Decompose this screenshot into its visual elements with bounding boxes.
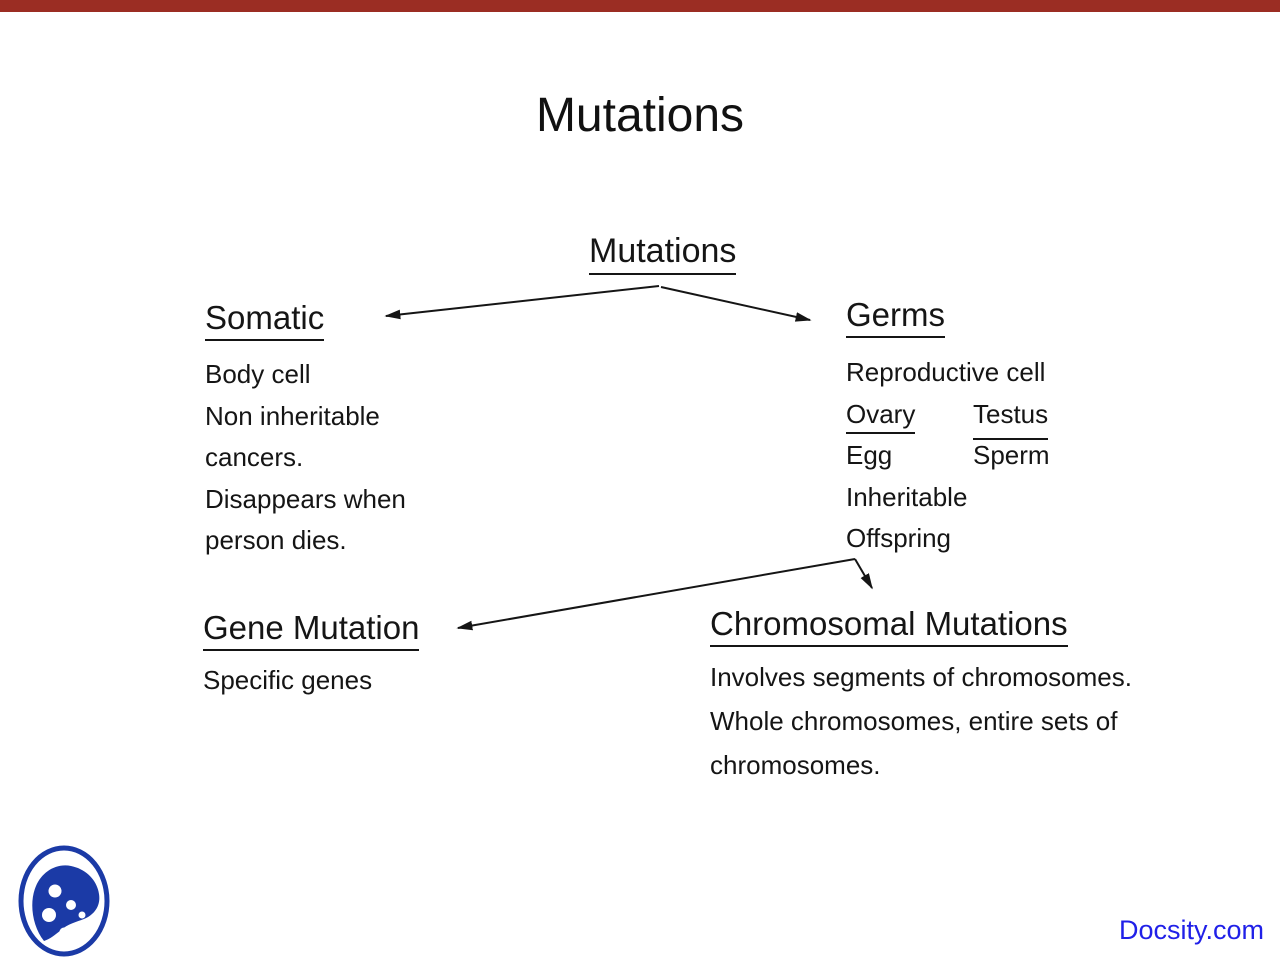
docsity-cell-icon xyxy=(18,845,110,957)
somatic-text-block: Body cell Non inheritable cancers. Disap… xyxy=(205,354,406,562)
diagram-root-heading: Mutations xyxy=(589,232,737,275)
germs-intro-line: Reproductive cell xyxy=(846,357,1046,387)
top-accent-bar xyxy=(0,0,1280,12)
chromosomal-text-block: Involves segments of chromosomes. Whole … xyxy=(710,655,1132,787)
somatic-heading: Somatic xyxy=(205,299,325,341)
chromosomal-line: Involves segments of chromosomes. xyxy=(710,662,1132,692)
sperm-cell-label: Sperm xyxy=(973,440,1050,470)
chromosomal-heading-label: Chromosomal Mutations xyxy=(710,605,1068,647)
arrow-germs-to-chromosomal xyxy=(854,558,873,590)
ovary-header: Ovary xyxy=(846,398,916,434)
gene-mutation-heading-label: Gene Mutation xyxy=(203,609,420,651)
somatic-line: person dies. xyxy=(205,525,347,555)
somatic-heading-label: Somatic xyxy=(205,299,325,341)
chromosomal-line: Whole chromosomes, entire sets of xyxy=(710,706,1118,736)
slide-title: Mutations xyxy=(535,89,745,142)
germs-heading: Germs xyxy=(846,296,945,338)
germs-organ-row: Ovary Testus xyxy=(846,394,1049,440)
gene-mutation-text-block: Specific genes xyxy=(203,660,372,702)
diagram-root-label: Mutations xyxy=(589,232,737,275)
chromosomal-line: chromosomes. xyxy=(710,750,881,780)
somatic-line: cancers. xyxy=(205,442,304,472)
egg-cell-label: Egg xyxy=(846,440,893,470)
somatic-line: Body cell xyxy=(205,359,311,389)
somatic-line: Disappears when xyxy=(205,483,406,514)
arrow-root-to-germs xyxy=(660,286,812,322)
docsity-logo xyxy=(16,844,112,960)
gene-mutation-line: Specific genes xyxy=(203,665,373,695)
gene-mutation-heading: Gene Mutation xyxy=(203,609,420,651)
germs-text-block: Reproductive cell Ovary Testus Egg Sperm… xyxy=(846,352,1050,560)
arrow-root-to-somatic xyxy=(384,285,660,320)
testus-header: Testus xyxy=(973,394,1049,440)
germs-gamete-row: Egg Sperm xyxy=(846,435,1050,477)
somatic-line: Non inheritable xyxy=(205,400,380,431)
chromosomal-heading: Chromosomal Mutations xyxy=(710,605,1068,647)
docsity-brand-link[interactable]: Docsity.com xyxy=(1118,915,1264,945)
germs-line-offspring: Offspring xyxy=(846,523,952,553)
germs-line-inheritable: Inheritable xyxy=(846,481,968,512)
germs-heading-label: Germs xyxy=(846,296,945,338)
